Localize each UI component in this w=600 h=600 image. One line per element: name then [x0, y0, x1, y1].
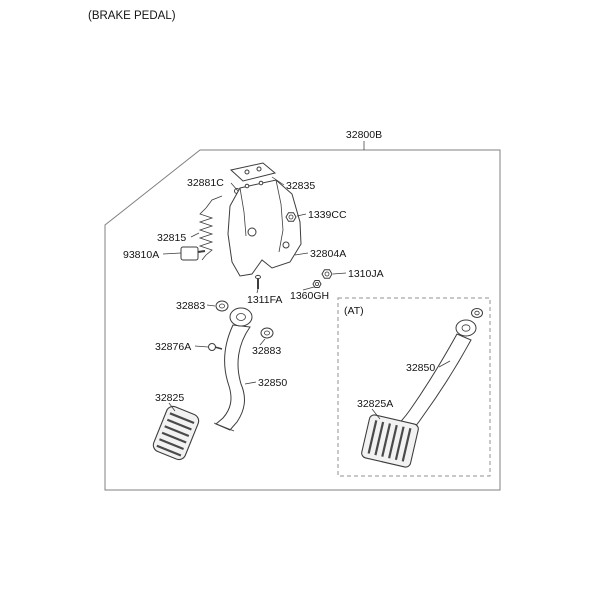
part-bushing-32883-lower: [260, 327, 274, 339]
leader-32815: [190, 232, 200, 238]
label-1339CC: 1339CC: [308, 209, 347, 221]
leader-1339CC: [296, 213, 307, 217]
label-1311FA: 1311FA: [247, 294, 282, 306]
label-32850-at: 32850: [406, 362, 435, 374]
part-pedal-arm-32850: [213, 307, 253, 432]
label-at: (AT): [344, 305, 364, 317]
label-32825A: 32825A: [357, 398, 393, 410]
label-93810A: 93810A: [123, 249, 159, 261]
label-32815: 32815: [157, 232, 186, 244]
leader-32883-upper: [206, 304, 216, 307]
leader-32850-at: [438, 360, 451, 368]
label-32835: 32835: [286, 180, 315, 192]
part-bolt-32876A: [208, 343, 223, 351]
label-32800B: 32800B: [346, 129, 382, 141]
at-section-border: [337, 297, 491, 477]
leader-1360GH: [302, 286, 315, 291]
part-pedal-pad-32825A: [361, 414, 419, 468]
part-pedal-pad-32825: [152, 405, 200, 461]
label-1310JA: 1310JA: [348, 268, 384, 280]
label-32825: 32825: [155, 392, 184, 404]
label-32883-lower: 32883: [252, 345, 281, 357]
part-nut-1339CC: [285, 212, 297, 222]
label-1360GH: 1360GH: [290, 290, 329, 302]
leader-32825A: [371, 408, 381, 420]
leader-32835: [271, 176, 285, 186]
part-nut-1360GH: [312, 280, 322, 288]
label-32850: 32850: [258, 377, 287, 389]
leader-32825: [168, 402, 176, 412]
page-title: (BRAKE PEDAL): [88, 10, 176, 22]
label-32883-upper: 32883: [176, 300, 205, 312]
label-32881C: 32881C: [187, 177, 224, 189]
assembly-border: [104, 149, 501, 491]
part-nut-1310JA: [321, 269, 333, 279]
leader-32850: [244, 381, 257, 385]
part-top-bracket-32835: [229, 162, 277, 182]
leader-32876A: [194, 345, 209, 348]
leader-32883-lower: [259, 338, 266, 346]
leader-32804A: [294, 252, 309, 256]
part-switch-93810A: [180, 246, 206, 261]
part-bolt-1311FA: [255, 274, 261, 289]
part-bushing-32883-upper: [215, 300, 229, 312]
part-main-bracket-32804A: [227, 179, 302, 277]
leader-1311FA: [256, 288, 259, 294]
label-32804A: 32804A: [310, 248, 346, 260]
leader-93810A: [162, 252, 182, 255]
part-spring-32815: [198, 195, 223, 261]
label-32876A: 32876A: [155, 341, 191, 353]
leader-32881C: [230, 182, 239, 192]
leader-1310JA: [332, 272, 347, 275]
